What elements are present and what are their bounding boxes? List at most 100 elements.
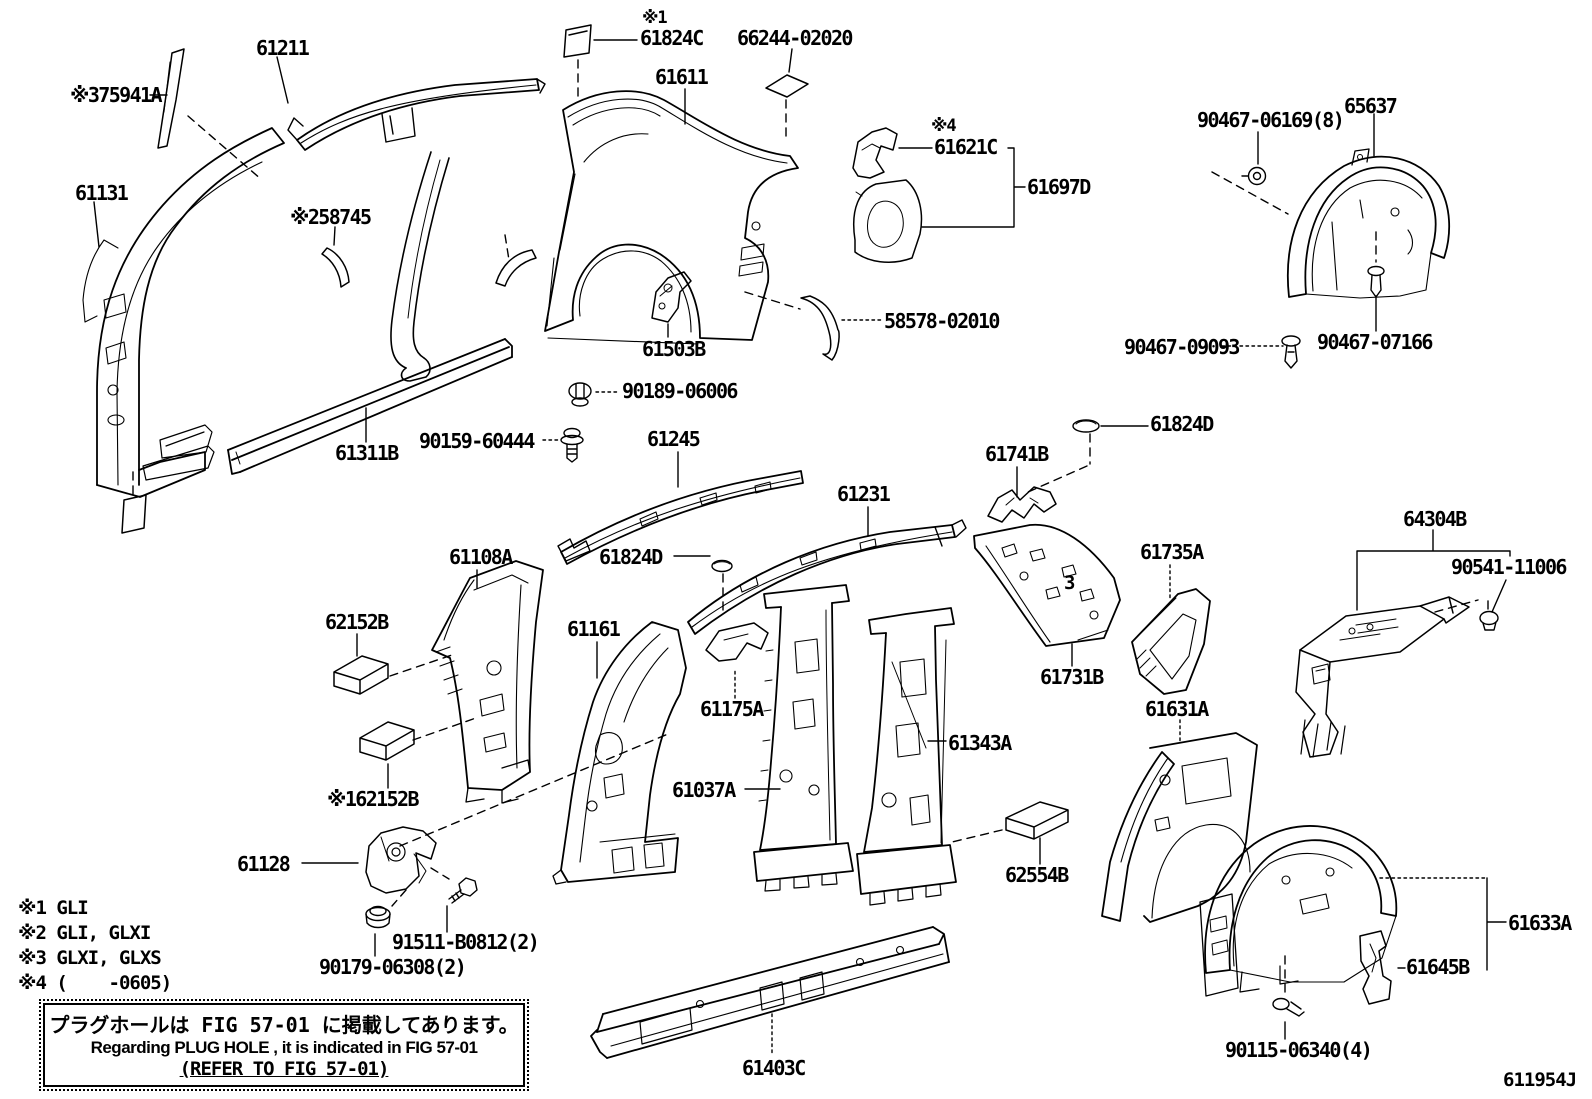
part-61621c-drawing [852,127,898,179]
part-label-61645b: 61645B [1406,955,1470,979]
part-64304b-drawing [1295,596,1470,758]
part-label-65637: 65637 [1344,94,1398,118]
part-label-61735a: 61735A [1140,540,1204,564]
rivet-90467-09093-drawing [1281,335,1301,369]
grommet-61824d-right [1072,419,1100,433]
part-label-61631a: 61631A [1145,697,1209,721]
part-label-61731b: 61731B [1040,665,1104,689]
part-label-64304b: 64304B [1403,507,1467,531]
part-label-62554b: 62554B [1005,863,1069,887]
part-61311b-drawing [227,338,513,475]
part-label-61633a: 61633A [1508,911,1572,935]
part-65637-drawing [1286,148,1451,299]
part-61824c-bottom-square-drawing [121,494,147,534]
part-label-61108a: 61108A [449,545,513,569]
part-61131-drawing [82,127,285,498]
part-61611-drawing [544,90,799,345]
part-61211-drawing [287,78,546,151]
part-label-90179-06308: 90179-06308(2) [319,955,467,979]
nut-90179-drawing [365,905,391,929]
legend-item-4: ※4 ( -0605) [18,972,172,994]
part-62152b-pad2-drawing [359,721,415,761]
part-58578-drawing [800,295,840,361]
part-label-61621c: 61621C [934,135,998,159]
part-label-61211: 61211 [256,36,310,60]
part-75941a-drawing [157,48,185,149]
leader-lines [93,39,1511,1040]
part-label-61128: 61128 [237,852,291,876]
part-label-61697d: 61697D [1027,175,1091,199]
part-label-61131: 61131 [75,181,129,205]
part-label-66244-02020: 66244-02020 [737,26,853,50]
grommet-61824d-center [711,559,733,573]
clip-90189-drawing [568,382,592,407]
rivet-90467-07166-drawing [1367,265,1385,298]
part-61731b-drawing [973,523,1121,647]
part-label-61611: 61611 [655,65,709,89]
dashed-assembly-lines [132,59,1489,997]
part-label-61231: 61231 [837,482,891,506]
part-label-90467-06169: 90467-06169(8) [1197,108,1345,132]
part-label-90189-06006: 90189-06006 [622,379,738,403]
part-label-61245: 61245 [647,427,701,451]
part-62554b-pad-drawing [1005,801,1069,840]
part-label-90467-07166: 90467-07166 [1317,330,1433,354]
part-label-61824c-top: 61824C [640,26,704,50]
part-61231-drawing [687,519,967,635]
note-line-refer: (REFER TO FIG 57-01) [179,1058,390,1080]
part-label-61343a: 61343A [948,731,1012,755]
variant-mark-4-icon: ※4 [931,116,957,136]
plug-hole-note-box: プラグホールは FIG 57-01 に掲載してあります。 Regarding P… [39,999,529,1091]
part-61631a-drawing [1101,732,1258,923]
left-b-pillar-band [390,151,450,382]
note-line-english: Regarding PLUG HOLE , it is indicated in… [90,1038,478,1057]
part-61697d-drawing [853,179,923,264]
part-61645b-drawing [1359,930,1392,1005]
unlabeled-retainer-strip [495,249,537,287]
part-61175a-drawing [705,622,769,662]
part-label-61175a: 61175A [700,697,764,721]
part-label-90541-11006: 90541-11006 [1451,555,1567,579]
part-61161-drawing [552,621,687,885]
part-61741b-drawing [987,486,1057,523]
dotted-leader-lines [542,319,1488,1057]
legend-item-1: ※1 GLI [18,897,89,919]
part-label-61403c: 61403C [742,1056,806,1080]
variant-3-mark-on-panel: 3 [1064,572,1076,594]
part-62152b-pad1-drawing [333,655,389,695]
part-label-61824d-right: 61824D [1150,412,1214,436]
bolt-91511-drawing [448,877,478,904]
figure-code: 611954J [1503,1069,1577,1091]
part-label-61824d-center: 61824D [599,545,663,569]
part-61128-drawing [365,826,437,894]
legend-item-3: ※3 GLXI, GLXS [18,947,162,969]
part-label-61311b: 61311B [335,441,399,465]
part-61735a-drawing [1131,588,1211,695]
variant-legend: ※1 GLI ※2 GLI, GLXI ※3 GLXI, GLXS ※4 ( -… [18,897,172,997]
part-label-75941a: ※375941A [70,83,163,107]
part-label-90159-60444: 90159-60444 [419,429,535,453]
part-label-62152b: 62152B [325,610,389,634]
part-label-61503b: 61503B [642,337,706,361]
part-label-61161: 61161 [567,617,621,641]
part-58745-drawing [321,247,350,288]
part-61503b-drawing [651,271,692,323]
part-61108a-drawing [431,560,544,804]
note-line-japanese: プラグホールは FIG 57-01 に掲載してあります。 [49,1013,519,1037]
part-61245-drawing [557,470,804,565]
part-label-58745: ※258745 [290,205,372,229]
grommet-90541-drawing [1479,610,1499,631]
part-label-61037a: 61037A [672,778,736,802]
part-label-90467-09093: 90467-09093 [1124,335,1240,359]
legend-item-2: ※2 GLI, GLXI [18,922,151,944]
variant-mark-1-icon: ※1 [642,8,668,28]
part-61403c-drawing [590,926,950,1059]
part-label-90115-06340: 90115-06340(4) [1225,1038,1373,1062]
part-label-58578-02010: 58578-02010 [884,309,1000,333]
part-61343a-drawing [856,607,957,906]
part-label-62152b-star: ※162152B [327,787,420,811]
part-61633a-drawing [1199,825,1398,997]
part-66244-pad-drawing [765,74,809,98]
part-61824c-square-drawing [563,24,592,58]
